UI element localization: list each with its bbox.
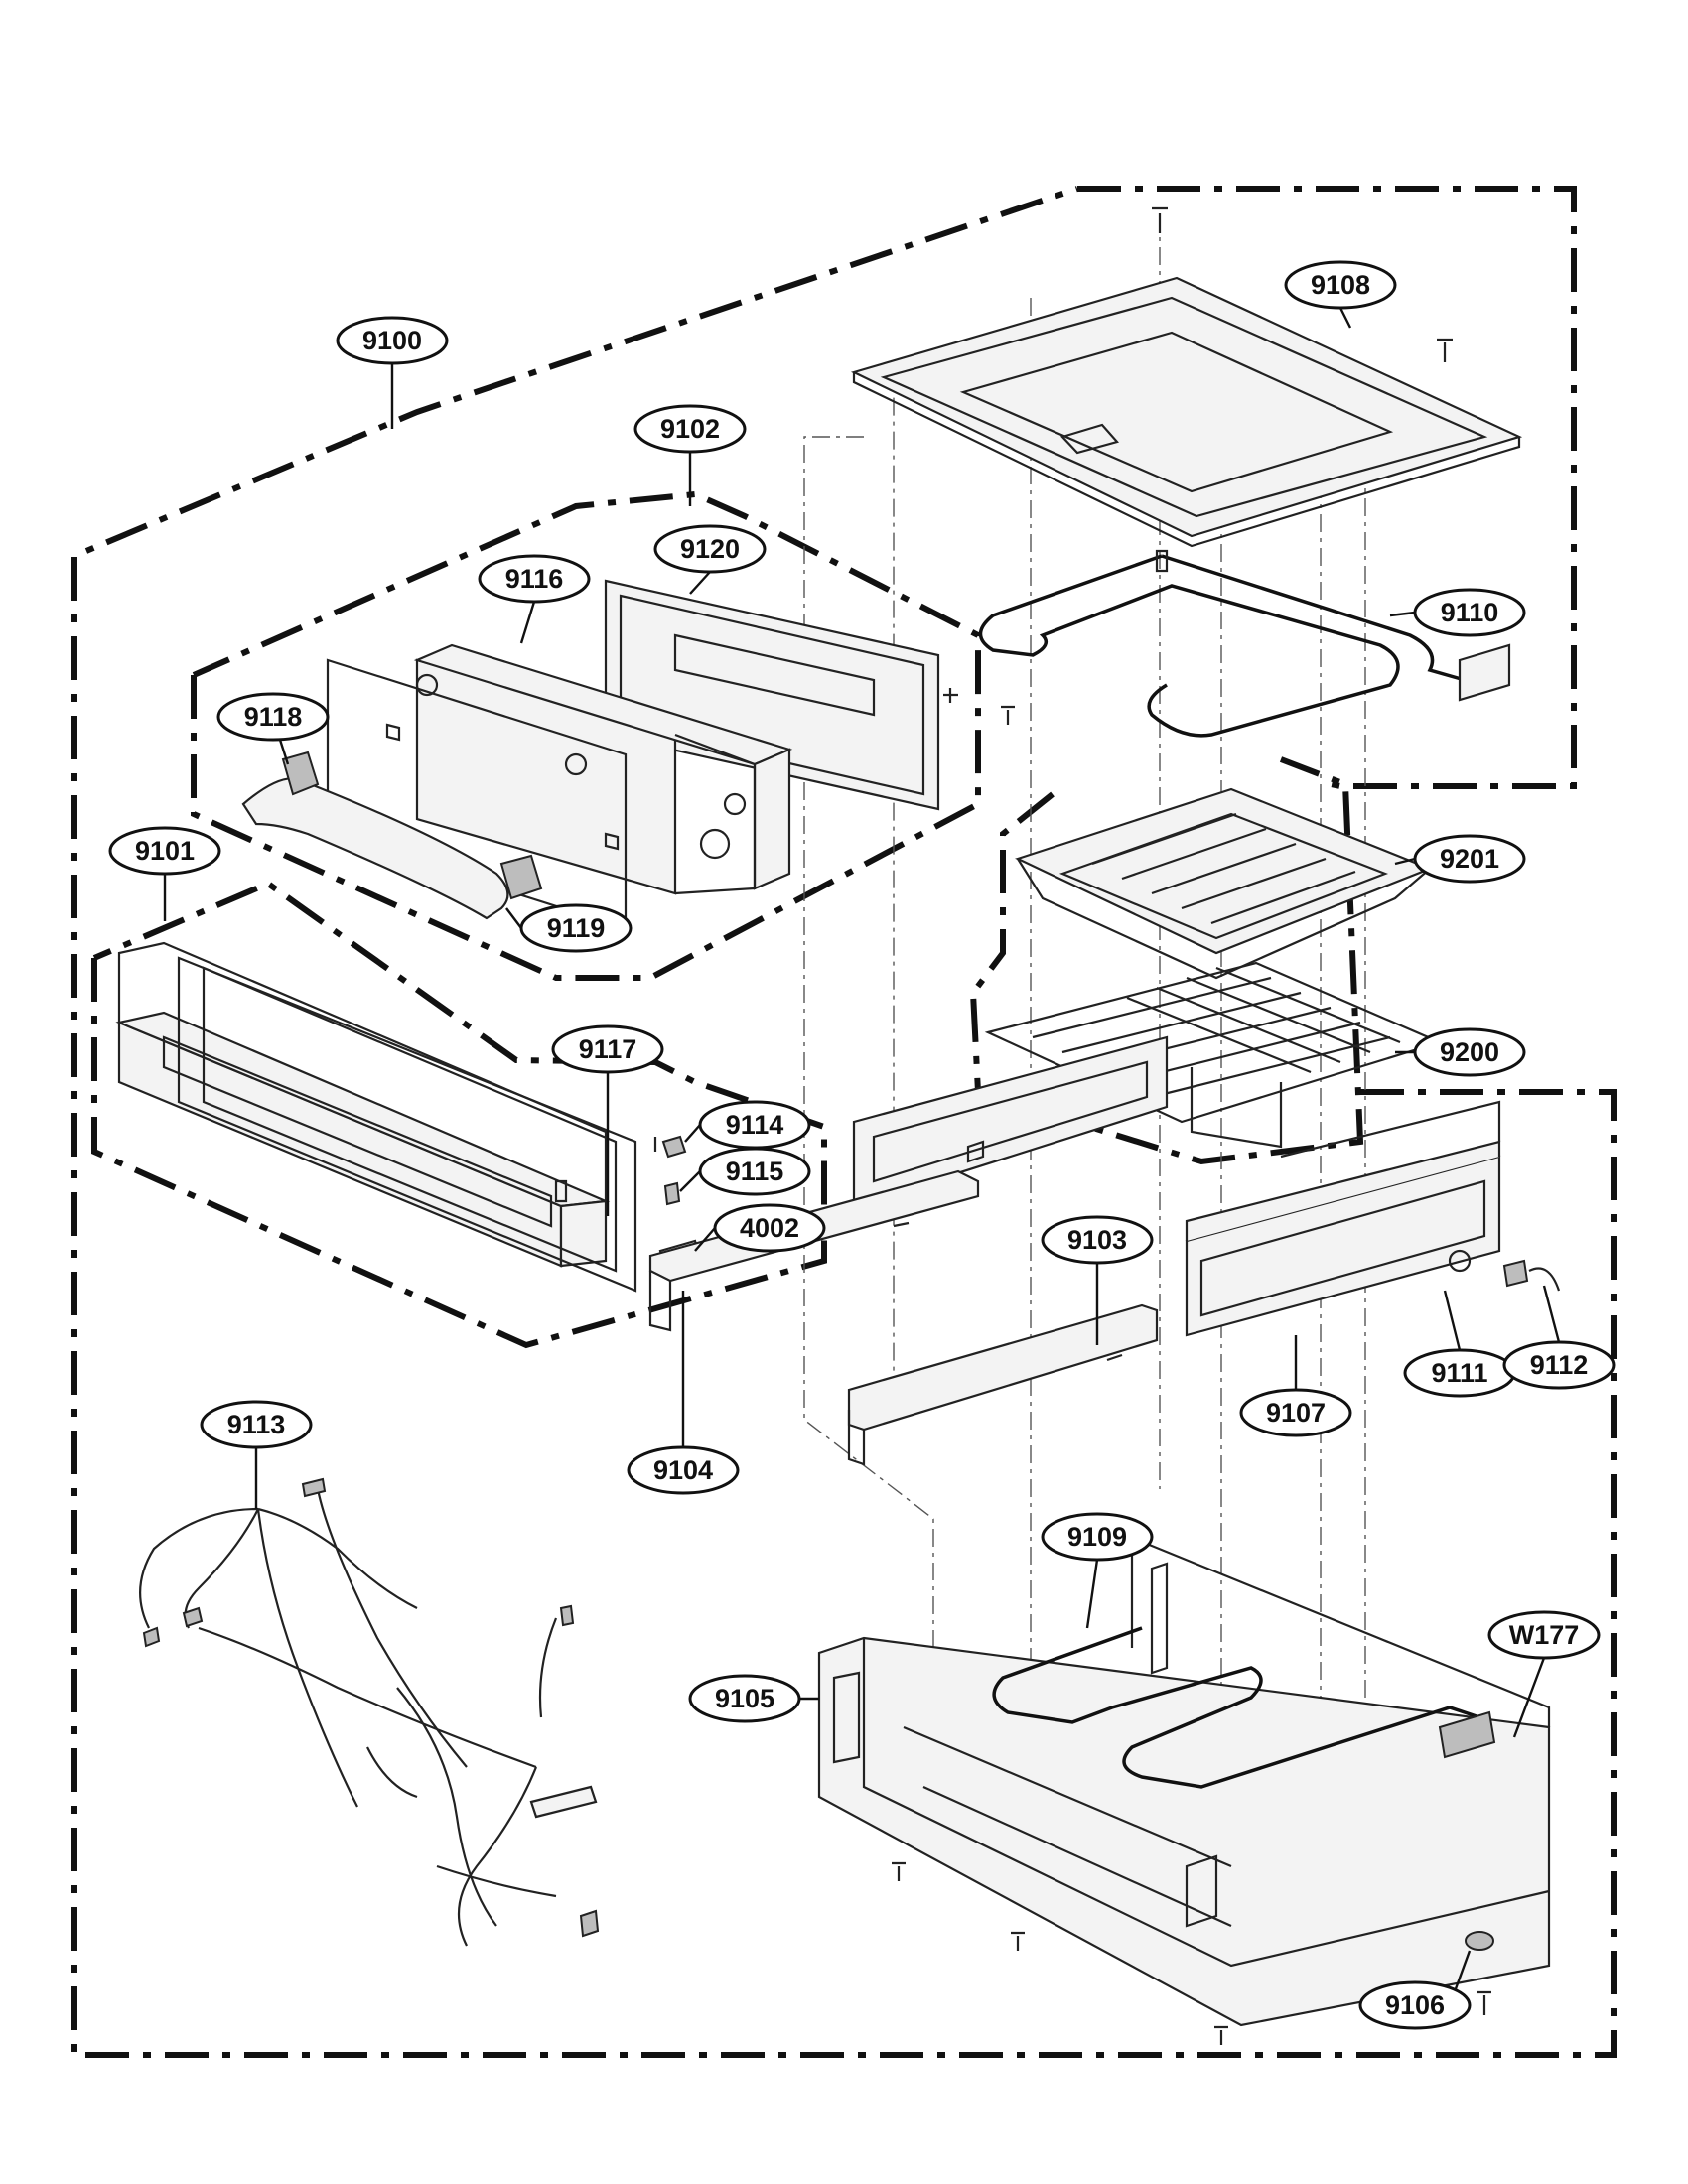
part-9113-wire-harness <box>139 1477 600 1947</box>
callout-label: 9201 <box>1440 844 1499 874</box>
callout-9101: 9101 <box>108 826 221 876</box>
callout-9116: 9116 <box>478 554 591 604</box>
part-9117-door-frame <box>115 941 637 1293</box>
assembly-boundaries <box>71 186 1617 2058</box>
callout-label: 9109 <box>1067 1522 1127 1552</box>
callout-9114: 9114 <box>698 1100 811 1150</box>
callout-4002: 4002 <box>713 1203 826 1253</box>
callout-9113: 9113 <box>200 1400 313 1449</box>
callout-9105: 9105 <box>688 1674 801 1723</box>
callout-label: 9105 <box>715 1684 774 1713</box>
callout-9100: 9100 <box>336 316 449 365</box>
callout-label: 9108 <box>1311 270 1370 300</box>
part-9110-upper-heater <box>978 549 1511 738</box>
boundary-9101 <box>91 880 827 1349</box>
part-9109-lower-heater <box>992 1626 1496 1789</box>
callout-9201: 9201 <box>1413 834 1526 884</box>
callout-9103: 9103 <box>1041 1215 1154 1265</box>
callout-9108: 9108 <box>1284 260 1397 310</box>
callout-label: 9103 <box>1067 1225 1127 1255</box>
callout-9106: 9106 <box>1358 1980 1472 2030</box>
callout-9200: 9200 <box>1413 1027 1526 1077</box>
part-9104-rail <box>648 1169 980 1332</box>
callout-9102: 9102 <box>633 404 747 454</box>
callout-9120: 9120 <box>653 524 767 574</box>
part-side-panels <box>852 1035 1561 1337</box>
callout-9107: 9107 <box>1239 1388 1352 1437</box>
callout-9104: 9104 <box>627 1445 740 1495</box>
callout-label: 9114 <box>726 1110 784 1140</box>
callout-label: 9104 <box>653 1455 713 1485</box>
callout-W177: W177 <box>1487 1610 1601 1660</box>
callout-label: 4002 <box>740 1213 799 1243</box>
callout-label: 9102 <box>660 414 720 444</box>
callout-9119: 9119 <box>519 903 633 953</box>
callout-9109: 9109 <box>1041 1512 1154 1562</box>
callout-label: 9112 <box>1530 1350 1589 1380</box>
callout-label: W177 <box>1509 1620 1580 1650</box>
callout-label: 9110 <box>1441 598 1499 627</box>
callout-9117: 9117 <box>551 1024 664 1074</box>
part-9116-panel <box>326 643 793 930</box>
part-9118-9119-handle <box>241 751 543 920</box>
part-9201-tray <box>1015 787 1433 980</box>
callout-label: 9115 <box>726 1157 784 1186</box>
part-9103-rail <box>847 1303 1159 1466</box>
callout-label: 9119 <box>547 913 606 943</box>
callout-label: 9200 <box>1440 1037 1499 1067</box>
part-9108-top-panel <box>850 206 1523 548</box>
part-9120-frame <box>604 579 958 811</box>
boundary-9100 <box>71 186 1617 2058</box>
part-9106-foot <box>892 1861 1494 2045</box>
callout-9118: 9118 <box>216 692 330 742</box>
callout-label: 9116 <box>505 564 564 594</box>
callout-label: 9106 <box>1385 1990 1445 2020</box>
callout-label: 9111 <box>1431 1358 1487 1388</box>
callout-label: 9101 <box>135 836 195 866</box>
callout-label: 9100 <box>362 326 422 355</box>
boundary-9102 <box>191 490 981 981</box>
callout-9111: 9111 <box>1403 1348 1516 1398</box>
callout-label: 9113 <box>227 1410 286 1439</box>
callout-label: 9118 <box>244 702 303 732</box>
leader-lines <box>163 307 1561 2006</box>
callout-label: 9107 <box>1266 1398 1326 1428</box>
callout-9110: 9110 <box>1413 588 1526 637</box>
callout-label: 9117 <box>579 1034 637 1064</box>
callout-9115: 9115 <box>698 1147 811 1196</box>
callout-label: 9120 <box>680 534 740 564</box>
callout-9112: 9112 <box>1502 1340 1616 1390</box>
